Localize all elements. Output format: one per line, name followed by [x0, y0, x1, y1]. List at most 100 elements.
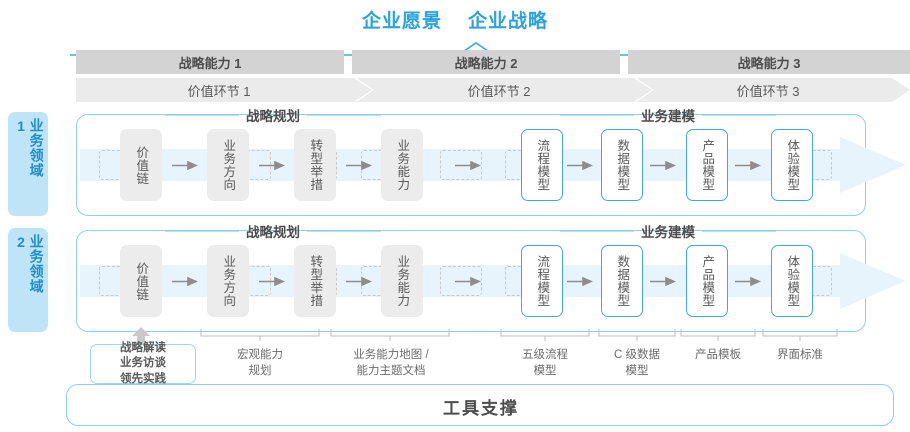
capability-bar-3: 战略能力 3 — [628, 50, 910, 74]
node-product-model-r2[interactable]: 产品模型 — [686, 245, 728, 317]
node-data-model-r2[interactable]: 数据模型 — [601, 245, 643, 317]
node-business-capability-r1[interactable]: 业务能力 — [381, 129, 423, 201]
node-label: 体验模型 — [785, 255, 800, 307]
capability-bar-row: 战略能力 1 战略能力 2 战略能力 3 — [76, 50, 910, 74]
domain-2-label: 业务领域 2 — [13, 234, 45, 294]
bracket-connector — [762, 329, 838, 341]
rule-line — [165, 114, 239, 116]
title-enterprise-vision: 企业愿景 — [361, 11, 442, 32]
node-experience-model-r1[interactable]: 体验模型 — [771, 129, 813, 201]
tool-label-c-level-data: C 级数据 模型 — [598, 348, 676, 379]
arrow-icon — [346, 277, 372, 286]
node-experience-model-r2[interactable]: 体验模型 — [771, 245, 813, 317]
node-label: 体验模型 — [785, 139, 800, 191]
rule-line — [307, 114, 381, 116]
node-label: 流程模型 — [535, 139, 550, 191]
value-chain-row: 价值环节 1 价值环节 2 价值环节 3 — [76, 78, 910, 102]
rule-line — [307, 230, 381, 232]
node-data-model-r1[interactable]: 数据模型 — [601, 129, 643, 201]
value-chain-segment-1-label: 价值环节 1 — [187, 83, 251, 99]
rule-line — [560, 114, 634, 116]
node-label: 业务能力 — [395, 255, 410, 307]
node-label: 价值链 — [134, 145, 149, 185]
tool-label-text: 界面标准 — [777, 349, 823, 361]
rule-line — [560, 230, 634, 232]
section-title-modeling-r2: 业务建模 — [560, 223, 776, 240]
arrow-icon — [455, 161, 481, 170]
section-title-label: 业务建模 — [641, 225, 695, 240]
arrow-icon — [735, 277, 761, 286]
domain-1-label: 业务领域 1 — [13, 118, 45, 178]
tool-label-macro-capability: 宏观能力 规划 — [205, 348, 315, 379]
arrow-icon — [455, 277, 481, 286]
rule-line — [702, 230, 776, 232]
value-chain-segment-1: 价值环节 1 — [76, 78, 372, 102]
bracket-connector — [330, 329, 450, 341]
tool-label-capability-map: 业务能力地图 / 能力主题文档 — [330, 348, 452, 379]
arrow-icon — [346, 161, 372, 170]
node-product-model-r1[interactable]: 产品模型 — [686, 129, 728, 201]
node-business-capability-r2[interactable]: 业务能力 — [381, 245, 423, 317]
sidebar-item-domain-1[interactable]: 业务领域 1 — [8, 112, 48, 216]
tool-label-five-level-process: 五级流程 模型 — [500, 348, 590, 379]
sidebar-item-domain-2[interactable]: 业务领域 2 — [8, 228, 48, 332]
arrow-icon — [735, 161, 761, 170]
node-label: 数据模型 — [615, 255, 630, 307]
node-label: 转型举措 — [308, 255, 323, 307]
support-panel-label: 工具支撑 — [443, 398, 519, 418]
section-title-planning-r2: 战略规划 — [165, 223, 381, 240]
tool-label-box-strategy[interactable]: 战略解读 业务访谈 领先实践 — [90, 342, 196, 385]
node-process-model-r2[interactable]: 流程模型 — [521, 245, 563, 317]
bracket-connector — [200, 329, 320, 341]
value-chain-segment-3: 价值环节 3 — [636, 78, 910, 102]
tool-label-text: 产品模板 — [695, 349, 741, 361]
tool-label-text: 宏观能力 规划 — [237, 349, 283, 377]
arrow-icon — [172, 161, 198, 170]
bracket-connector — [598, 329, 676, 341]
section-title-modeling-r1: 业务建模 — [560, 107, 776, 124]
section-title-label: 业务建模 — [641, 109, 695, 124]
tool-label-ui-standard: 界面标准 — [762, 348, 838, 364]
tool-label-text: C 级数据 模型 — [614, 349, 660, 377]
bracket-connector — [680, 329, 756, 341]
rule-line — [702, 114, 776, 116]
tool-label-product-template: 产品模板 — [680, 348, 756, 364]
support-panel: 工具支撑 — [66, 384, 894, 426]
tool-label-text: 五级流程 模型 — [522, 349, 568, 377]
arrow-icon — [650, 277, 676, 286]
capability-bar-2-label: 战略能力 2 — [454, 55, 518, 71]
node-label: 业务能力 — [395, 139, 410, 191]
up-arrow-icon — [132, 327, 150, 345]
tool-label-text: 业务能力地图 / 能力主题文档 — [353, 349, 429, 377]
node-value-chain-r2[interactable]: 价值链 — [120, 245, 162, 317]
title-enterprise-strategy: 企业战略 — [468, 11, 549, 32]
node-transformation-r2[interactable]: 转型举措 — [294, 245, 336, 317]
node-label: 流程模型 — [535, 255, 550, 307]
node-label: 数据模型 — [615, 139, 630, 191]
bracket-connector — [500, 329, 590, 341]
node-label: 价值链 — [134, 261, 149, 301]
node-business-direction-r2[interactable]: 业务方向 — [207, 245, 249, 317]
capability-bar-2: 战略能力 2 — [352, 50, 620, 74]
arrow-icon — [567, 161, 593, 170]
node-business-direction-r1[interactable]: 业务方向 — [207, 129, 249, 201]
value-chain-segment-2: 价值环节 2 — [356, 78, 652, 102]
node-label: 产品模型 — [700, 139, 715, 191]
tool-label-text: 战略解读 业务访谈 领先实践 — [120, 342, 166, 385]
arrow-icon — [172, 277, 198, 286]
capability-bar-1: 战略能力 1 — [76, 50, 344, 74]
node-transformation-r1[interactable]: 转型举措 — [294, 129, 336, 201]
section-title-planning-r1: 战略规划 — [165, 107, 381, 124]
section-title-label: 战略规划 — [246, 225, 300, 240]
node-value-chain-r1[interactable]: 价值链 — [120, 129, 162, 201]
arrow-icon — [567, 277, 593, 286]
rule-line — [165, 230, 239, 232]
node-label: 产品模型 — [700, 255, 715, 307]
arrow-icon — [259, 277, 285, 286]
top-titles: 企业愿景 企业战略 — [0, 6, 910, 33]
arrow-icon — [650, 161, 676, 170]
node-label: 业务方向 — [221, 255, 236, 307]
node-process-model-r1[interactable]: 流程模型 — [521, 129, 563, 201]
placeholder-box — [440, 266, 482, 296]
